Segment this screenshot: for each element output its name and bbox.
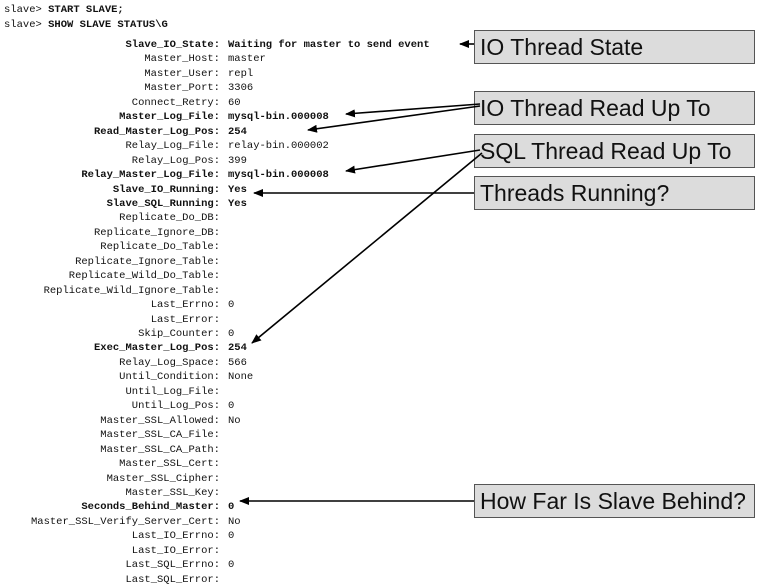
callout-io-thread-read: IO Thread Read Up To — [474, 91, 755, 125]
status-value: Yes — [228, 197, 247, 210]
status-key: Exec_Master_Log_Pos: — [93, 342, 220, 355]
status-value: 60 — [228, 96, 241, 109]
status-key: Master_SSL_Key: — [125, 486, 220, 499]
status-key: Slave_SQL_Running: — [106, 197, 220, 210]
status-key: Last_IO_Error: — [131, 544, 220, 557]
status-value: master — [228, 53, 266, 66]
command-line-1: slave> START SLAVE; — [4, 4, 124, 16]
status-key: Master_User: — [144, 67, 220, 80]
status-key: Slave_IO_Running: — [112, 183, 220, 196]
status-key: Master_SSL_CA_Path: — [100, 443, 220, 456]
status-key: Seconds_Behind_Master: — [81, 501, 220, 514]
status-key: Replicate_Ignore_DB: — [93, 226, 220, 239]
status-key: Until_Condition: — [119, 371, 220, 384]
prompt: slave> — [4, 19, 49, 31]
status-key: Read_Master_Log_Pos: — [93, 125, 220, 138]
callout-slave-behind: How Far Is Slave Behind? — [474, 484, 755, 518]
status-key: Master_Log_File: — [119, 111, 220, 124]
status-value: Waiting for master to send event — [228, 39, 430, 51]
status-key: Last_IO_Errno: — [131, 530, 220, 543]
status-value: 0 — [228, 530, 235, 543]
command-text: SHOW SLAVE STATUS\G — [48, 19, 168, 31]
status-value: No — [228, 414, 241, 427]
status-value: mysql-bin.000008 — [228, 169, 329, 182]
status-key: Replicate_Do_DB: — [119, 212, 220, 225]
status-value: 3306 — [228, 82, 254, 95]
status-value: None — [228, 371, 254, 384]
status-value: 0 — [228, 400, 235, 413]
command-line-2: slave> SHOW SLAVE STATUS\G — [4, 19, 168, 31]
status-key: Relay_Log_File: — [125, 140, 220, 153]
status-key: Last_SQL_Error: — [125, 573, 220, 586]
status-value: repl — [228, 67, 254, 80]
status-key: Replicate_Wild_Ignore_Table: — [43, 284, 220, 297]
status-key: Master_SSL_Cert: — [119, 458, 220, 471]
status-value: 0 — [228, 559, 235, 572]
status-value: 254 — [228, 342, 247, 355]
status-key: Until_Log_File: — [125, 385, 220, 398]
status-value: Yes — [228, 183, 247, 196]
status-key: Skip_Counter: — [138, 328, 220, 340]
status-key: Replicate_Ignore_Table: — [75, 255, 220, 268]
status-value: relay-bin.000002 — [228, 140, 329, 153]
status-value: No — [228, 515, 241, 528]
status-value: 566 — [228, 356, 247, 369]
status-key: Relay_Log_Space: — [119, 356, 220, 369]
status-value: 0 — [228, 328, 235, 340]
status-key: Connect_Retry: — [131, 96, 220, 109]
status-value: mysql-bin.000008 — [228, 111, 329, 124]
status-value: 399 — [228, 154, 247, 167]
status-key: Master_Host: — [144, 53, 220, 66]
status-key: Last_SQL_Errno: — [125, 559, 220, 572]
callout-io-thread-state: IO Thread State — [474, 30, 755, 64]
status-value: 0 — [228, 501, 235, 514]
status-key: Replicate_Wild_Do_Table: — [68, 270, 220, 283]
status-value: 0 — [228, 299, 235, 312]
status-key: Master_Port: — [144, 82, 220, 95]
status-value: 254 — [228, 125, 247, 138]
status-key: Master_SSL_Verify_Server_Cert: — [30, 515, 220, 528]
status-key: Master_SSL_Allowed: — [100, 414, 220, 427]
command-text: START SLAVE; — [48, 4, 124, 16]
status-key: Last_Error: — [150, 313, 220, 326]
status-key: Until_Log_Pos: — [131, 400, 220, 413]
prompt: slave> — [4, 4, 49, 16]
status-key: Last_Errno: — [150, 299, 220, 312]
status-key: Relay_Log_Pos: — [131, 154, 220, 167]
status-key: Master_SSL_Cipher: — [106, 472, 220, 485]
status-key: Relay_Master_Log_File: — [81, 169, 220, 182]
callout-threads-running: Threads Running? — [474, 176, 755, 210]
status-key: Master_SSL_CA_File: — [100, 429, 220, 442]
callout-sql-thread-read: SQL Thread Read Up To — [474, 134, 755, 168]
status-key: Replicate_Do_Table: — [100, 241, 220, 254]
status-key: Slave_IO_State: — [125, 39, 220, 51]
